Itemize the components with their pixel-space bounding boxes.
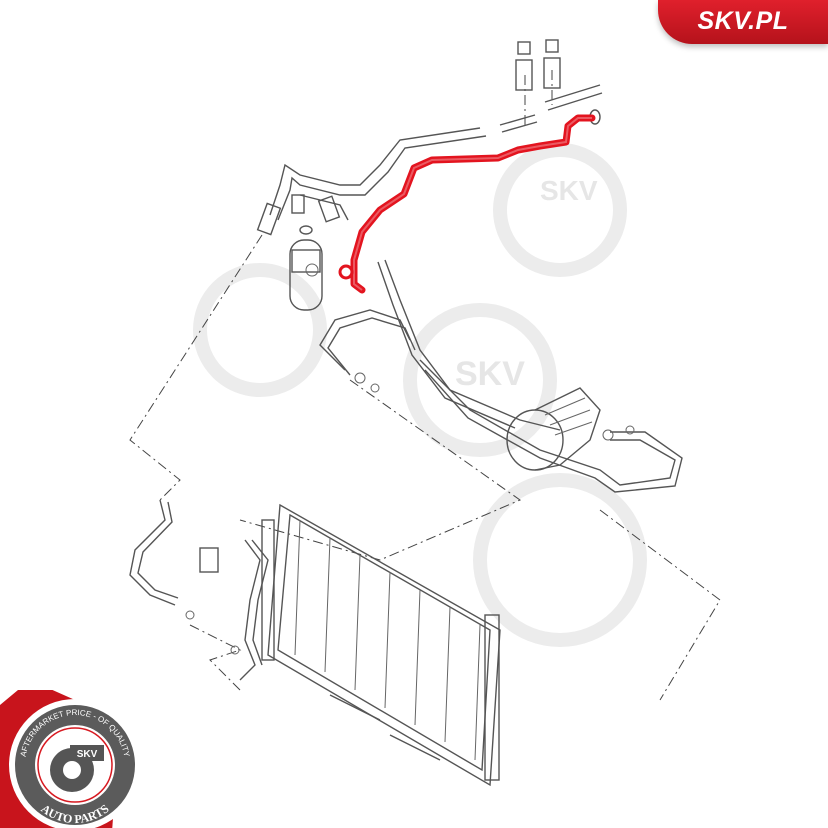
connection-lines (129, 70, 721, 701)
skv-auto-parts-badge: SKV AFTERMARKET PRICE - OF QUALITY AUTO … (0, 690, 170, 828)
suction-hose (256, 127, 487, 236)
liquid-line (129, 499, 269, 681)
watermark-text: SKV (455, 355, 525, 393)
condenser (261, 503, 501, 787)
bolt-fittings (499, 39, 603, 133)
brand-label: SKV.PL (697, 7, 789, 35)
watermark-gear-icon: SKV SKV (193, 143, 647, 647)
highlighted-hose-part (338, 114, 596, 294)
watermark-text: SKV (540, 175, 598, 206)
ac-compressor (506, 387, 635, 471)
badge-center-text: SKV (77, 749, 98, 760)
pressure-hoses (319, 259, 683, 493)
skv-pl-logo[interactable]: SKV.PL (658, 0, 828, 44)
receiver-drier (289, 225, 323, 311)
